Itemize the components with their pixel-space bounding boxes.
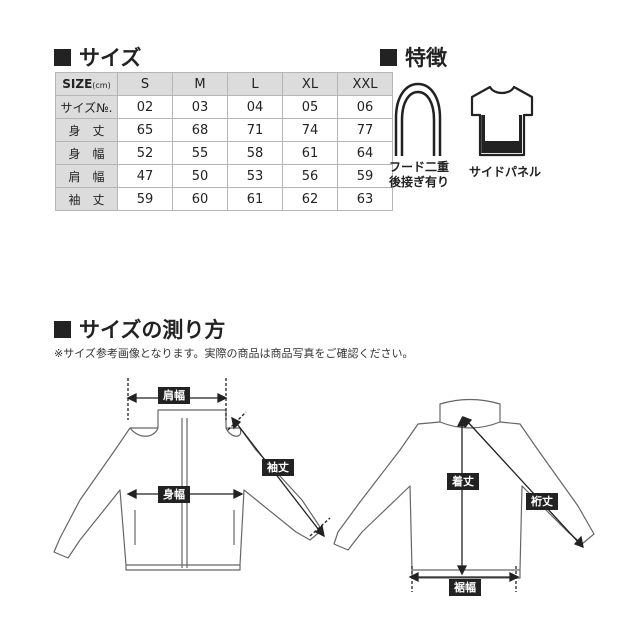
table-cell: 04 xyxy=(227,95,283,119)
hem-width-label: 裾幅 xyxy=(449,579,481,596)
square-bullet-icon xyxy=(54,320,71,338)
yuki-length-label: 裄丈 xyxy=(526,493,558,510)
table-header-label: SIZE(cm) xyxy=(55,72,118,96)
measure-heading: サイズの測り方 xyxy=(54,314,225,344)
table-header-cell: XXL xyxy=(337,72,393,96)
square-bullet-icon xyxy=(54,48,71,66)
size-heading: サイズ xyxy=(54,42,141,72)
feature-hood-line2: 後接ぎ有り xyxy=(388,175,449,189)
size-label: SIZE xyxy=(62,77,93,91)
table-cell: 62 xyxy=(282,187,338,211)
table-cell: 74 xyxy=(282,118,338,142)
feature-hood-label: フード二重 後接ぎ有り xyxy=(378,160,460,190)
table-row: 袖 丈 59 60 61 62 63 xyxy=(55,187,393,211)
table-cell: 47 xyxy=(117,164,173,188)
row-label: 肩 幅 xyxy=(55,164,118,188)
feature-hood-line1: フード二重 xyxy=(388,160,449,174)
table-cell: 71 xyxy=(227,118,283,142)
table-cell: 59 xyxy=(337,164,393,188)
table-row: 身 幅 52 55 58 61 64 xyxy=(55,141,393,165)
unit-label: (cm) xyxy=(92,81,111,90)
table-cell: 77 xyxy=(337,118,393,142)
table-row: サイズ№. 02 03 04 05 06 xyxy=(55,95,393,119)
feature-heading-text: 特徴 xyxy=(405,46,447,70)
size-heading-text: サイズ xyxy=(79,46,142,70)
body-width-label: 身幅 xyxy=(158,486,190,503)
size-table: SIZE(cm) S M L XL XXL サイズ№. 02 03 04 05 … xyxy=(55,72,393,211)
table-cell: 68 xyxy=(172,118,228,142)
square-bullet-icon xyxy=(380,48,397,66)
side-panel-icon xyxy=(470,85,534,157)
sleeve-length-label: 袖丈 xyxy=(262,459,294,476)
row-label: 身 幅 xyxy=(55,141,118,165)
shoulder-width-label: 肩幅 xyxy=(158,387,190,404)
table-cell: 60 xyxy=(172,187,228,211)
hood-icon xyxy=(394,82,442,156)
table-cell: 02 xyxy=(117,95,173,119)
table-row: 身 丈 65 68 71 74 77 xyxy=(55,118,393,142)
feature-side-panel-label: サイドパネル xyxy=(468,165,541,179)
feature-heading: 特徴 xyxy=(380,42,447,72)
table-cell: 63 xyxy=(337,187,393,211)
table-cell: 61 xyxy=(227,187,283,211)
length-label: 着丈 xyxy=(447,473,479,490)
measure-note: ※サイズ参考画像となります。実際の商品は商品写真をご確認ください。 xyxy=(54,347,414,360)
measure-heading-text: サイズの測り方 xyxy=(79,318,226,342)
row-label: 袖 丈 xyxy=(55,187,118,211)
table-cell: 64 xyxy=(337,141,393,165)
